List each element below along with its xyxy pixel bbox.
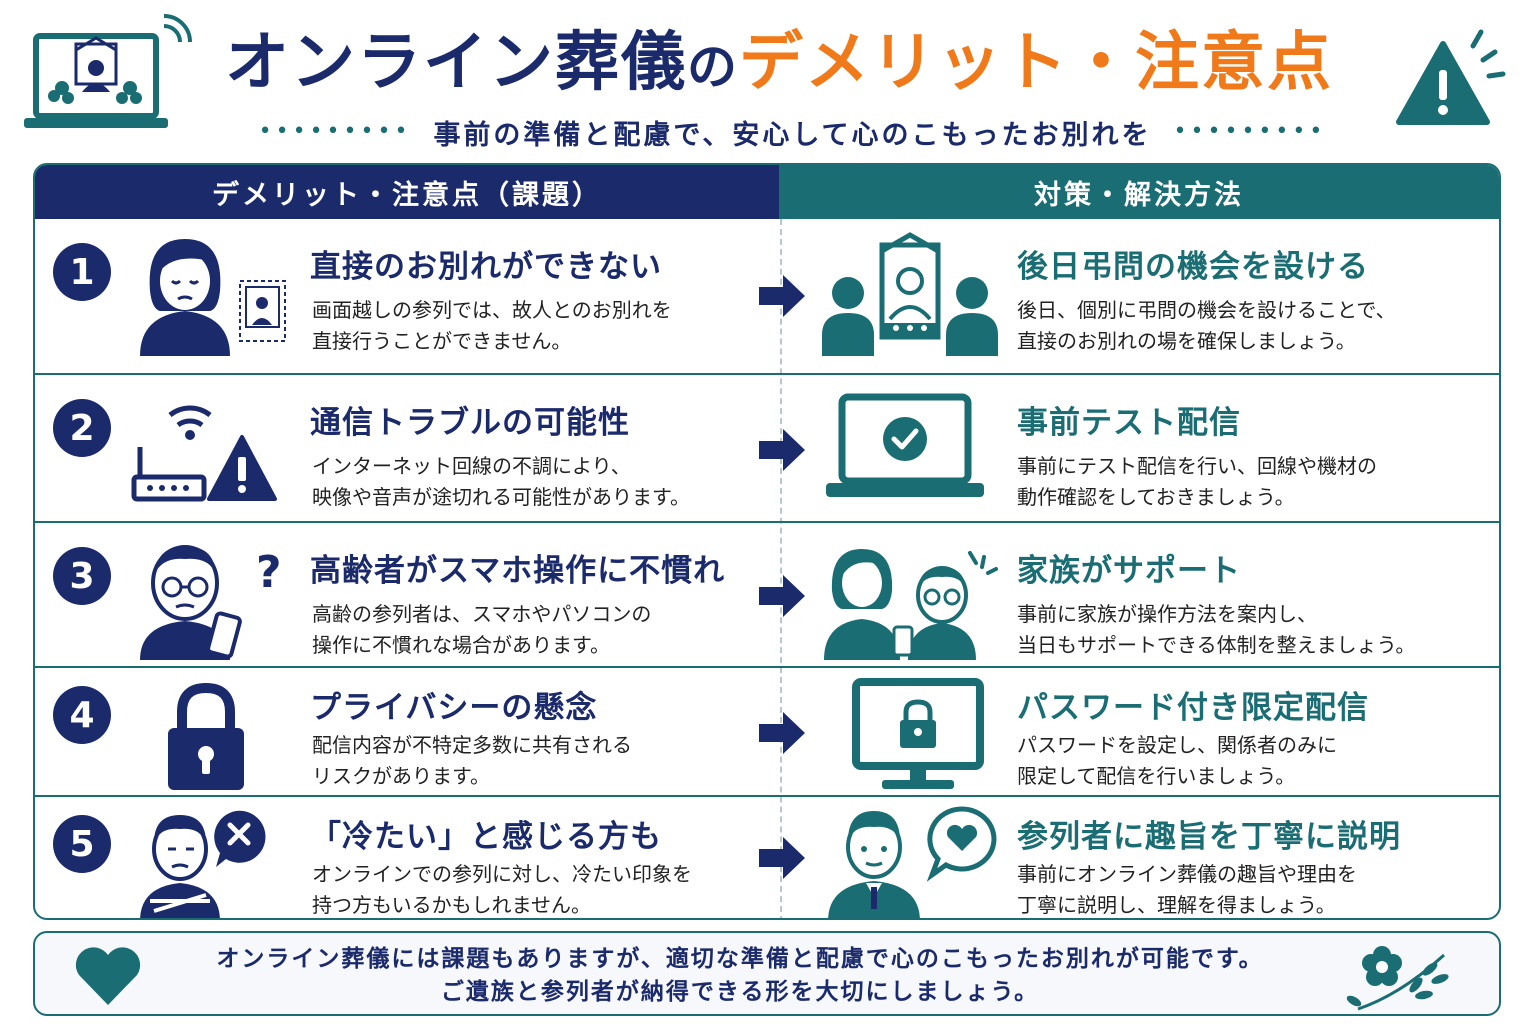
issue-title: 直接のお別れができない	[310, 249, 662, 285]
footer-line-1: オンライン葬儀には課題もありますが、適切な準備と配慮で心のこもったお別れが可能で…	[216, 946, 1264, 972]
title-part-3: デメリット・注意点	[739, 26, 1333, 100]
solution-description-line: 後日、個別に弔問の機会を設けることで、	[1017, 298, 1396, 322]
laptop-check-icon	[826, 393, 984, 497]
explaining-man-icon	[828, 806, 997, 918]
row-number: 3	[53, 547, 111, 605]
row-number: 2	[53, 399, 111, 457]
solution-title: 事前テスト配信	[1017, 405, 1241, 441]
arrow-right-icon	[759, 275, 805, 317]
footer-text: オンライン葬儀には課題もありますが、適切な準備と配慮で心のこもったお別れが可能で…	[165, 943, 1315, 1009]
footer-line-2: ご遺族と参列者が納得できる形を大切にしましょう。	[440, 979, 1040, 1005]
left-column-header: デメリット・注意点（課題）	[35, 165, 779, 219]
solution-description: 事前にオンライン葬儀の趣旨や理由を 丁寧に説明し、理解を得ましょう。	[1017, 859, 1357, 918]
title-part-2: の	[687, 38, 739, 96]
issue-title: 「冷たい」と感じる方も	[310, 819, 662, 855]
solution-description-line: パスワードを設定し、関係者のみに	[1017, 733, 1337, 757]
solution-description: 事前に家族が操作方法を案内し、 当日もサポートできる体制を整えましょう。	[1017, 599, 1415, 661]
padlock-icon	[168, 682, 244, 790]
solution-title: 家族がサポート	[1017, 553, 1241, 589]
solution-description-line: 事前に家族が操作方法を案内し、	[1017, 602, 1317, 626]
monitor-lock-icon	[852, 678, 984, 789]
issue-title: 高齢者がスマホ操作に不慣れ	[310, 553, 726, 589]
subtitle-dots-right: •••••••••	[1173, 119, 1327, 144]
comparison-table: デメリット・注意点（課題） 対策・解決方法 1 直接のお別れができない 画面越し…	[33, 163, 1501, 920]
solution-description-line: 動作確認をしておきましょう。	[1017, 485, 1295, 509]
solution-description: パスワードを設定し、関係者のみに 限定して配信を行いましょう。	[1017, 730, 1337, 792]
table-row: 3 ? 高齢者がスマホ操作に不慣れ 高齢の参列者は、スマホやパソコンの 操作に不…	[35, 521, 1499, 666]
arrow-right-icon	[759, 575, 805, 617]
memorial-visit-icon	[822, 232, 998, 356]
arrow-right-icon	[759, 837, 805, 879]
table-header: デメリット・注意点（課題） 対策・解決方法	[35, 165, 1499, 219]
solution-description-line: 事前にテスト配信を行い、回線や機材の	[1017, 454, 1377, 478]
solution-title: パスワード付き限定配信	[1017, 690, 1369, 726]
row-number: 1	[53, 243, 111, 301]
issue-description-line: インターネット回線の不調により、	[312, 454, 631, 478]
row-number: 4	[53, 686, 111, 744]
title-part-1: オンライン葬儀	[225, 26, 687, 100]
table-row: 5 「冷たい」と感じる方も オンラインでの参列に対し、冷たい印象を 持つ方もいる…	[35, 795, 1499, 918]
issue-description-line: 高齢の参列者は、スマホやパソコンの	[312, 602, 652, 626]
arrow-right-icon	[759, 429, 805, 471]
sad-woman-icon	[140, 239, 286, 356]
issue-description-line: リスクがあります。	[312, 764, 490, 788]
solution-description-line: 事前にオンライン葬儀の趣旨や理由を	[1017, 862, 1357, 886]
header: オンライン葬儀のデメリット・注意点 ••••••••• 事前の準備と配慮で、安心…	[0, 0, 1536, 160]
family-support-icon	[824, 549, 998, 660]
flower-icon	[1346, 946, 1449, 1011]
svg-text:?: ?	[256, 547, 282, 598]
issue-description: 高齢の参列者は、スマホやパソコンの 操作に不慣れな場合があります。	[312, 599, 651, 661]
column-divider	[780, 219, 782, 918]
issue-description: インターネット回線の不調により、 映像や音声が途切れる可能性があります。	[312, 451, 690, 513]
table-row: 2 通信トラブルの可能性 インターネット回線の不調により、 映像や音声が途切れる…	[35, 373, 1499, 521]
issue-description-line: 画面越しの参列では、故人とのお別れを	[312, 298, 672, 322]
arrow-right-icon	[759, 712, 805, 754]
issue-description-line: 直接行うことができません。	[312, 329, 572, 353]
solution-description-line: 丁寧に説明し、理解を得ましょう。	[1017, 893, 1336, 917]
issue-title: プライバシーの懸念	[310, 690, 598, 726]
issue-description-line: 持つ方もいるかもしれません。	[312, 893, 591, 917]
table-row: 1 直接のお別れができない 画面越しの参列では、故人とのお別れを 直接行うことが…	[35, 219, 1499, 373]
footer-message-box: オンライン葬儀には課題もありますが、適切な準備と配慮で心のこもったお別れが可能で…	[33, 931, 1501, 1016]
warning-icon	[1396, 29, 1506, 125]
solution-description-line: 当日もサポートできる体制を整えましょう。	[1017, 633, 1416, 657]
issue-description-line: 配信内容が不特定多数に共有される	[312, 733, 632, 757]
issue-description: オンラインでの参列に対し、冷たい印象を 持つ方もいるかもしれません。	[312, 859, 692, 918]
issue-title: 通信トラブルの可能性	[310, 405, 630, 441]
table-row: 4 プライバシーの懸念 配信内容が不特定多数に共有される リスクがあります。 パ…	[35, 666, 1499, 795]
elderly-phone-icon: ?	[140, 545, 282, 660]
solution-description-line: 限定して配信を行いましょう。	[1017, 764, 1296, 788]
solution-description-line: 直接のお別れの場を確保しましょう。	[1017, 329, 1356, 353]
issue-description-line: 映像や音声が途切れる可能性があります。	[312, 485, 690, 509]
page-title: オンライン葬儀のデメリット・注意点	[225, 18, 1375, 108]
solution-description: 後日、個別に弔問の機会を設けることで、 直接のお別れの場を確保しましょう。	[1017, 295, 1396, 357]
laptop-memorial-icon	[24, 14, 192, 128]
right-column-header: 対策・解決方法	[778, 165, 1499, 219]
solution-description: 事前にテスト配信を行い、回線や機材の 動作確認をしておきましょう。	[1017, 451, 1377, 513]
solution-title: 参列者に趣旨を丁寧に説明	[1017, 819, 1401, 855]
issue-description: 配信内容が不特定多数に共有される リスクがあります。	[312, 730, 632, 792]
issue-description: 画面越しの参列では、故人とのお別れを 直接行うことができません。	[312, 295, 672, 357]
issue-description-line: 操作に不慣れな場合があります。	[312, 633, 610, 657]
issue-description-line: オンラインでの参列に対し、冷たい印象を	[312, 862, 692, 886]
router-warning-icon	[131, 405, 277, 502]
upset-man-icon	[140, 810, 266, 918]
row-number: 5	[53, 815, 111, 873]
subtitle-dots-left: •••••••••	[258, 119, 412, 144]
subtitle-row: ••••••••• 事前の準備と配慮で、安心して心のこもったお別れを •••••…	[225, 112, 1360, 152]
subtitle: 事前の準備と配慮で、安心して心のこもったお別れを	[433, 119, 1152, 151]
solution-title: 後日弔問の機会を設ける	[1017, 249, 1369, 285]
heart-icon	[75, 947, 141, 1005]
